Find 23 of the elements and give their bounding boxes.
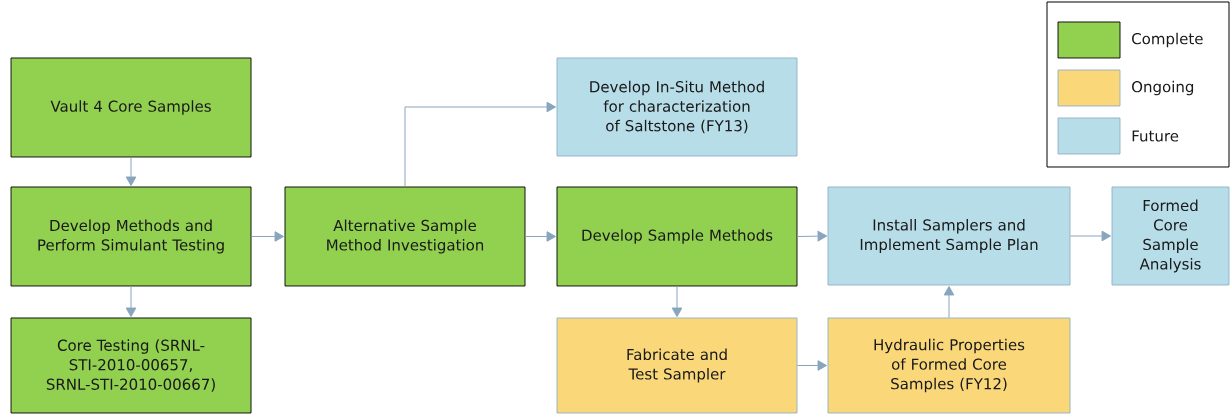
arrow	[943, 286, 955, 319]
arrow	[796, 230, 827, 242]
legend-label: Complete	[1132, 32, 1203, 48]
arrow	[125, 156, 137, 186]
process-box: Core Testing (SRNL-STI-2010-00657, SRNL-STI-2010-00667)	[10, 317, 252, 414]
arrow	[671, 285, 683, 317]
arrow	[524, 231, 556, 242]
process-box: Develop In-Situ Method for characterization of Saltstone (FY13)	[556, 57, 798, 157]
arrow	[250, 231, 285, 242]
arrow	[796, 360, 827, 371]
arrow	[404, 101, 556, 188]
legend-label: Ongoing	[1132, 80, 1194, 96]
arrow	[1069, 230, 1111, 242]
process-box: Develop Sample Methods	[556, 186, 798, 287]
process-box: Formed Core Sample Analysis	[1111, 186, 1230, 286]
process-box: Alternative Sample Method Investigation	[284, 186, 526, 287]
process-box: Hydraulic Properties of Formed Core Samples (FY12)	[827, 317, 1071, 414]
arrow	[125, 285, 137, 317]
process-box: Fabricate and Test Sampler	[556, 317, 798, 414]
process-box: Install Samplers and Implement Sample Plan	[827, 186, 1071, 286]
process-box: Develop Methods and Perform Simulant Testing	[10, 186, 252, 287]
process-box: Vault 4 Core Samples	[10, 57, 252, 158]
legend-label: Future	[1132, 130, 1179, 142]
